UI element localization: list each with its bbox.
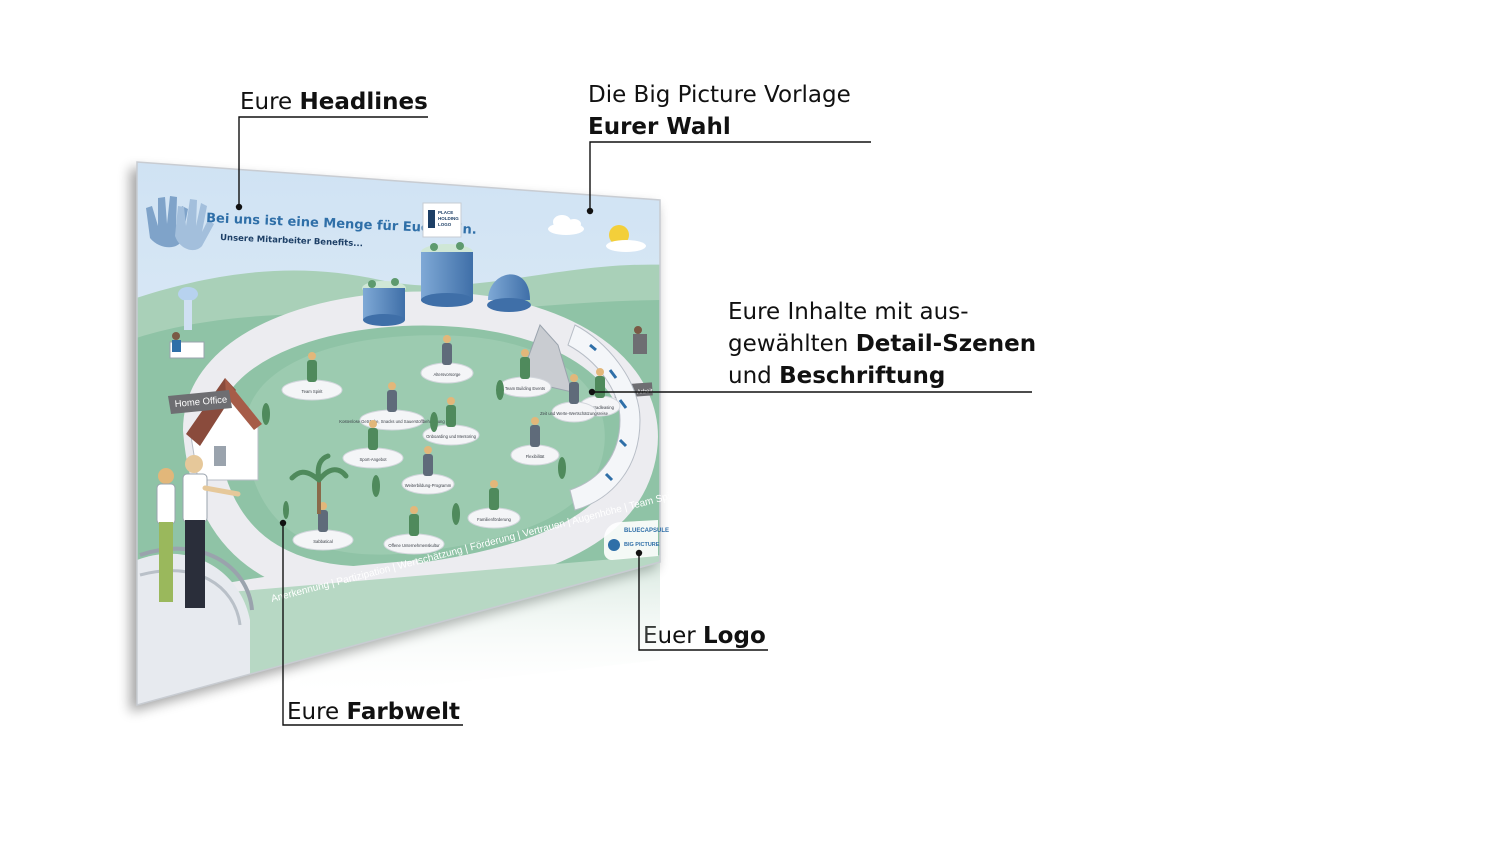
balcony-rail-2 — [139, 569, 242, 626]
scene-label: Sport-Angebot — [359, 457, 387, 462]
scene-island: Sport-Angebot — [342, 420, 404, 469]
callout-headlines: Eure Headlines — [240, 86, 428, 118]
placeholder-logo-line1: PLACE — [438, 210, 453, 215]
scene-label: Team Spirit — [302, 389, 324, 394]
scene-figure — [446, 405, 456, 427]
scene-island: Flexibilität — [510, 417, 560, 466]
scene-label: Onboarding und Mentoring — [426, 434, 476, 439]
sun-icon — [606, 225, 646, 252]
scene-figure-head — [596, 368, 604, 376]
scene-label: Zeit und Werte-Wertschätzungsreise — [540, 411, 608, 416]
scene-figure-head — [308, 352, 316, 360]
callout-headlines-bold: Headlines — [299, 89, 428, 115]
callout-inhalte-line2-plain: gewählten — [728, 331, 856, 357]
placeholder-logo: PLACE HOLDING LOGO — [422, 202, 462, 238]
brand-logo-line2: BIG PICTURE — [624, 542, 660, 548]
rock-icon — [519, 324, 573, 393]
scene-label: Kostenlose Getränke, Snacks und Sauersto… — [339, 419, 445, 424]
scene-figure-head — [410, 506, 418, 514]
couple-figures — [156, 455, 241, 608]
callout-vorlage: Die Big Picture Vorlage Eurer Wahl — [588, 79, 851, 143]
scene-label: Familienförderung — [477, 517, 511, 522]
scene-figure — [368, 428, 378, 450]
placeholder-logo-line3: LOGO — [438, 222, 452, 227]
scene-figure — [423, 454, 433, 476]
scene-figure-head — [531, 417, 539, 425]
scene-label: Fahrradleasing — [586, 405, 615, 410]
callout-inhalte-line3-bold: Beschriftung — [779, 363, 946, 389]
scene-figure — [520, 357, 530, 379]
callout-inhalte-line2-bold: Detail-Szenen — [855, 331, 1037, 357]
scene-figure-head — [521, 349, 529, 357]
scene-label: Team Building Events — [505, 386, 545, 391]
train-icon — [567, 324, 641, 511]
callout-headlines-plain: Eure — [240, 89, 300, 115]
scene-island: Team Spirit — [281, 352, 343, 401]
scene-figure — [442, 343, 452, 365]
scene-island: Familienförderung — [467, 480, 521, 529]
scene-figure — [489, 488, 499, 510]
scene-figure — [307, 360, 317, 382]
scene-island: Weiterbildung-Programm — [401, 446, 455, 495]
hands-logo-icon — [146, 196, 214, 251]
bench-person-icon — [633, 326, 647, 354]
home-office-label: Home Office — [174, 394, 227, 410]
scene-island: Altersvorsorge — [420, 335, 474, 384]
scene-island: Onboarding und Mentoring — [422, 397, 480, 446]
callout-inhalte-line3-plain: und — [728, 363, 780, 389]
scene-figure — [387, 390, 397, 412]
scene-island: Team Building Events — [498, 349, 552, 398]
scene-figure — [409, 514, 419, 536]
callout-vorlage-line1: Die Big Picture Vorlage — [588, 82, 851, 108]
callout-inhalte: Eure Inhalte mit aus- gewählten Detail-S… — [728, 296, 1036, 392]
scene-label: Weiterbildung-Programm — [405, 483, 452, 488]
scene-figure-head — [490, 480, 498, 488]
scene-label: Flexibilität — [526, 454, 545, 459]
scene-figure-head — [369, 420, 377, 428]
cloud-workstation-icon — [169, 287, 205, 359]
scene-figure-head — [447, 397, 455, 405]
brand-logo-line1: BLUECAPSULE — [624, 528, 669, 534]
brand-logo: BLUECAPSULE BIG PICTURE — [604, 520, 669, 560]
scene-figure — [595, 376, 605, 398]
callout-inhalte-line1: Eure Inhalte mit aus- — [728, 299, 969, 325]
home-office-tag: Home Office — [168, 390, 232, 414]
scene-figure-head — [570, 374, 578, 382]
palm-tree-icon — [289, 453, 349, 514]
scene-label: Sabbatical — [313, 539, 333, 544]
headquarters-buildings — [362, 242, 531, 326]
placeholder-logo-line2: HOLDING — [438, 216, 459, 221]
cloud-icon — [548, 215, 584, 235]
scene-label: Offene Unternehmenskultur — [388, 543, 440, 548]
tree-row — [262, 380, 566, 525]
scene-figure-head — [424, 446, 432, 454]
scene-figure-head — [443, 335, 451, 343]
scene-label: Altersvorsorge — [434, 372, 462, 377]
callout-vorlage-bold: Eurer Wahl — [588, 114, 731, 140]
scene-figure — [530, 425, 540, 447]
scene-island: Zeit und Werte-Wertschätzungsreise — [540, 374, 609, 423]
scene-figure — [569, 382, 579, 404]
scene-figure-head — [388, 382, 396, 390]
